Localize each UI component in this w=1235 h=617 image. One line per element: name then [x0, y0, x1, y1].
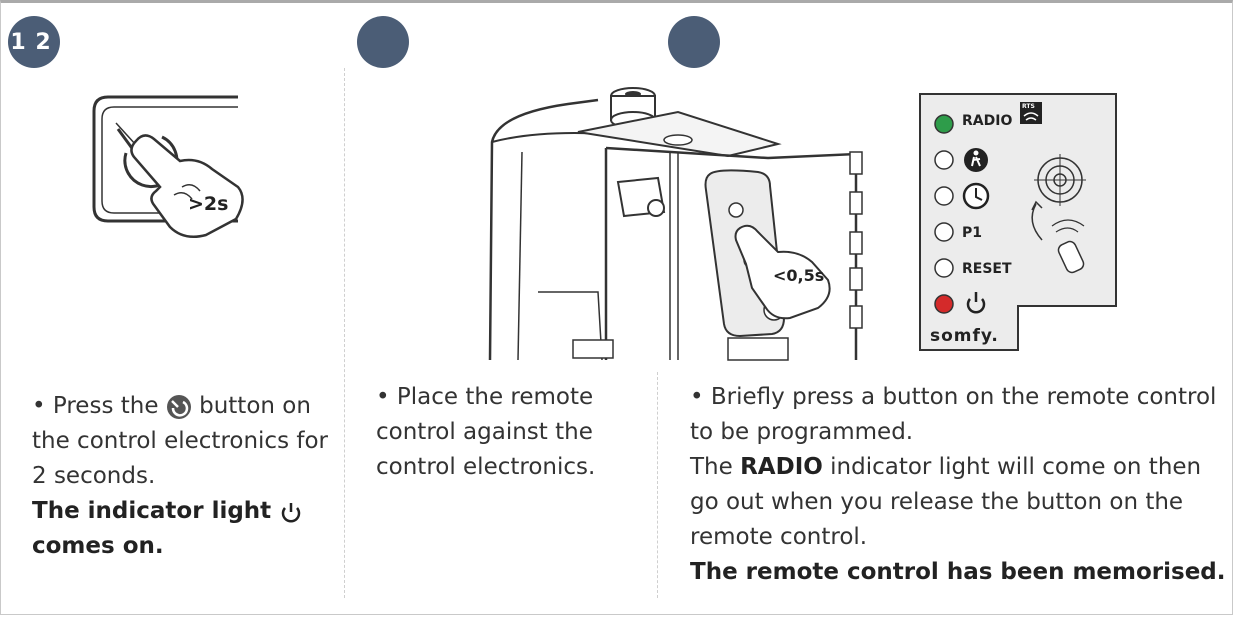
rts-label: RTS [1022, 103, 1035, 110]
somfy-logo: somfy. [930, 326, 999, 346]
control-electronics-illustration [488, 87, 863, 361]
reset-led [934, 258, 954, 278]
indicator-power-icon [282, 502, 301, 523]
hold-duration-label: >2s [188, 193, 229, 215]
control-panel-inset [919, 93, 1117, 351]
pedestrian-led [934, 150, 954, 170]
power-led [934, 294, 954, 314]
step-1-text: • Press the button on the control electr… [32, 389, 332, 564]
step-1-text-before: Press the [52, 393, 159, 419]
timer-led [934, 186, 954, 206]
panel-label-p1: P1 [962, 225, 983, 241]
step-badge-1: 1 2 [8, 16, 60, 68]
button-press-illustration [92, 95, 244, 238]
step-badge-2 [357, 16, 409, 68]
column-divider-2 [657, 372, 658, 598]
power-button-icon [166, 394, 191, 419]
column-divider-1 [344, 68, 345, 598]
step-number-1: 1 2 [10, 29, 52, 55]
radio-label: RADIO [740, 454, 823, 480]
step-3-radio-explanation: The RADIO indicator light will come on t… [690, 454, 1202, 550]
step-3-result: The remote control has been memorised. [690, 559, 1226, 585]
panel-label-radio: RADIO [962, 113, 1013, 129]
step-1-result-start: The indicator light [32, 498, 272, 524]
step-2-text: • Place the remote control against the c… [376, 384, 596, 480]
p1-led [934, 222, 954, 242]
step-badge-3 [668, 16, 720, 68]
step-3-text: • Briefly press a button on the remote c… [690, 380, 1230, 590]
radio-led [934, 114, 954, 134]
step-1-text-after: button on the control electronics for 2 … [32, 393, 329, 489]
step-1-result-end: comes on. [32, 533, 164, 559]
panel-label-reset: RESET [962, 261, 1012, 277]
press-duration-label: <0,5s [773, 266, 825, 285]
step-2-instruction: Place the remote control against the con… [376, 384, 596, 480]
step-1-result: The indicator light comes on. [32, 494, 332, 564]
step-3-instruction: Briefly press a button on the remote con… [690, 384, 1217, 445]
step-1-instruction: • Press the button on the control electr… [32, 393, 329, 489]
